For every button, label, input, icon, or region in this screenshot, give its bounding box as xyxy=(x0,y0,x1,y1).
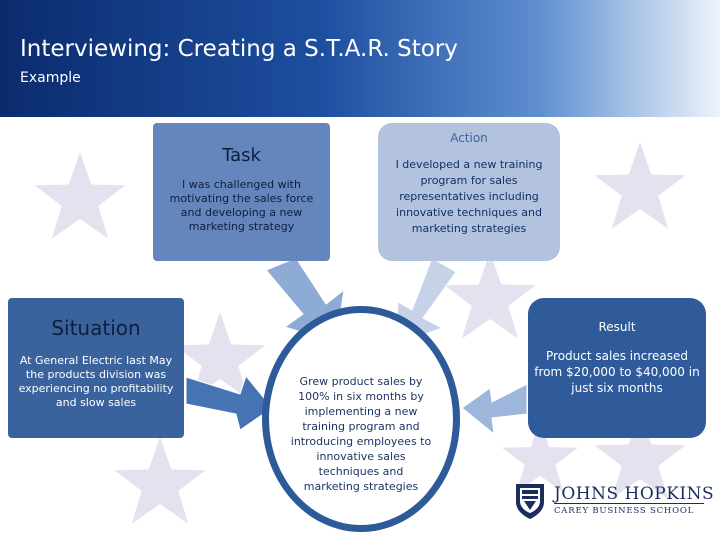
shield-icon xyxy=(516,484,544,519)
star-icon xyxy=(114,437,206,524)
logo-name: JOHNS HOPKINS xyxy=(554,484,715,504)
johns-hopkins-logo: JOHNS HOPKINS CAREY BUSINESS SCHOOL xyxy=(514,480,714,522)
star-icon xyxy=(444,252,536,339)
result-text: Product sales increased from $20,000 to … xyxy=(534,349,700,395)
star-icon xyxy=(174,312,266,399)
star-icon xyxy=(594,142,686,229)
slide-title: Interviewing: Creating a S.T.A.R. Story xyxy=(20,36,458,62)
situation-text: At General Electric last May the product… xyxy=(18,354,174,409)
result-heading: Result xyxy=(598,320,636,334)
task-heading: Task xyxy=(222,145,261,166)
slide-subtitle: Example xyxy=(20,70,81,86)
action-box: Action I developed a new training progra… xyxy=(378,123,560,261)
star-icon xyxy=(502,420,578,493)
logo-school: CAREY BUSINESS SCHOOL xyxy=(554,506,695,516)
outcome-circle: Grew product sales by 100% in six months… xyxy=(262,306,460,532)
arrow-situation-to-outcome-icon xyxy=(185,374,273,431)
task-box: Task I was challenged with motivating th… xyxy=(153,123,330,261)
star-icon xyxy=(34,152,126,239)
result-box: Result Product sales increased from $20,… xyxy=(528,298,706,438)
star-icon xyxy=(594,412,686,499)
logo-divider xyxy=(554,503,704,504)
arrow-result-to-outcome-icon xyxy=(461,383,528,436)
situation-box: Situation At General Electric last May t… xyxy=(8,298,184,438)
action-text: I developed a new training program for s… xyxy=(395,158,543,235)
header-bar: Interviewing: Creating a S.T.A.R. Story … xyxy=(0,0,720,117)
task-text: I was challenged with motivating the sal… xyxy=(169,178,314,233)
action-heading: Action xyxy=(450,131,488,145)
situation-heading: Situation xyxy=(51,316,141,340)
outcome-text: Grew product sales by 100% in six months… xyxy=(290,375,432,493)
